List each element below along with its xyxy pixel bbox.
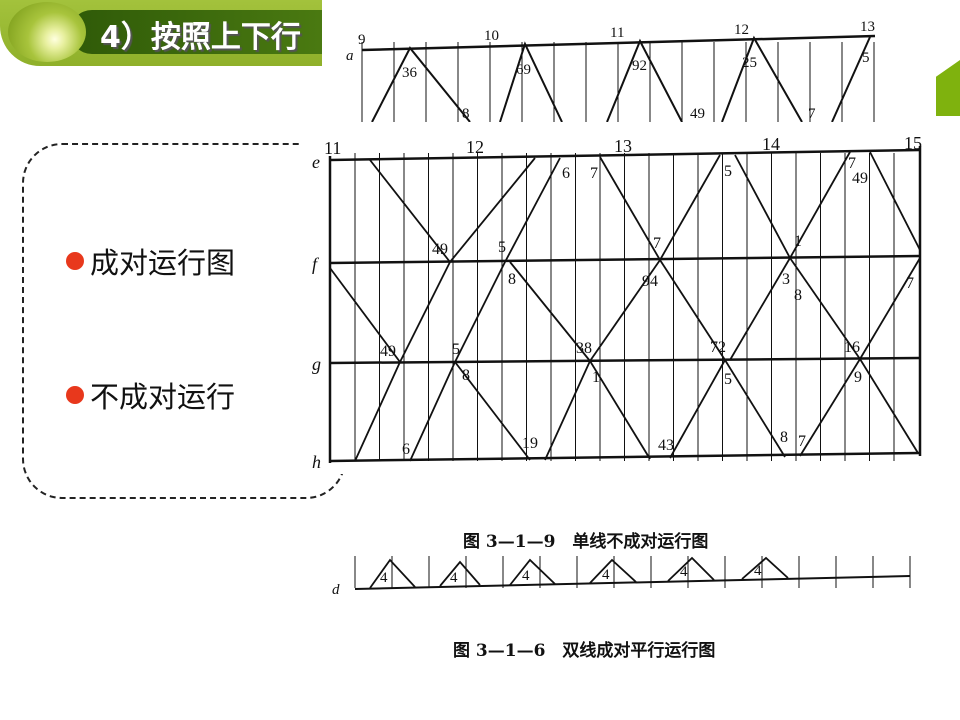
hour-label: 13	[614, 136, 632, 156]
hour-label: 10	[484, 28, 499, 44]
train-label: 92	[632, 58, 647, 74]
bullet-dot-icon	[66, 252, 84, 270]
train-label: 4	[380, 570, 388, 586]
title-banner: 4）按照上下行	[0, 0, 350, 66]
figure-caption-2: 图 3—1—6 双线成对平行运行图	[453, 641, 716, 661]
train-label: 49	[432, 241, 448, 258]
station-label: h	[312, 452, 321, 472]
hour-label: 9	[358, 32, 366, 48]
station-label: g	[312, 354, 321, 374]
train-label: 49	[852, 170, 868, 187]
train-label: 8	[508, 271, 516, 288]
train-label: 5	[862, 50, 870, 66]
train-label: 1	[592, 369, 600, 386]
train-label: 25	[742, 55, 757, 71]
station-label: d	[332, 582, 340, 596]
train-label: 3	[782, 271, 790, 288]
main-diagram-image: e f g h 11 12 13 14 15 49 5 6 7 7 5 1 7 …	[300, 128, 932, 474]
train-label: 7	[906, 275, 914, 292]
train-label: 8	[462, 367, 470, 384]
hour-label: 11	[324, 138, 341, 158]
hour-label: 15	[904, 133, 922, 153]
train-label: 6	[562, 165, 570, 182]
station-label: f	[312, 254, 320, 274]
train-label: 16	[844, 339, 860, 356]
train-label: 5	[724, 163, 732, 180]
train-label: 19	[522, 435, 538, 452]
top-diagram-image: a 9 10 11 12 13 36 69 92 25 5 8 49 7	[322, 0, 882, 123]
train-label: 8	[780, 429, 788, 446]
train-label: 94	[642, 273, 658, 290]
train-label: 7	[590, 165, 598, 182]
bottom-diagram: d 4 4 4 4 4 4	[332, 556, 911, 598]
train-label: 4	[602, 567, 610, 583]
figure-caption-1: 图 3—1—9 单线不成对运行图	[463, 532, 709, 552]
train-label: 7	[808, 106, 816, 122]
train-label: 4	[522, 568, 530, 584]
train-label: 69	[516, 62, 531, 78]
bullet-item: 成对运行图	[66, 240, 235, 282]
bullet-label: 成对运行图	[90, 246, 236, 280]
train-label: 1	[794, 233, 802, 250]
train-label: 4	[450, 570, 458, 586]
content-box	[22, 143, 346, 499]
orb-decoration	[8, 2, 86, 62]
hour-label: 13	[860, 19, 875, 35]
train-label: 8	[462, 106, 470, 122]
bottom-diagram-image: d 4 4 4 4 4 4	[330, 552, 920, 598]
train-label: 5	[452, 341, 460, 358]
train-label: 7	[653, 235, 661, 252]
train-label: 43	[658, 437, 674, 454]
hour-label: 11	[610, 25, 624, 41]
station-label: e	[312, 152, 320, 172]
slide-title: 4）按照上下行	[100, 20, 301, 55]
train-label: 5	[498, 239, 506, 256]
train-label: 72	[710, 339, 726, 356]
train-label: 6	[402, 441, 410, 458]
train-label: 49	[690, 106, 705, 122]
train-label: 38	[576, 340, 592, 357]
train-label: 7	[848, 155, 856, 172]
station-label: a	[346, 48, 354, 64]
main-diagram: e f g h 11 12 13 14 15 49 5 6 7 7 5 1 7 …	[312, 133, 922, 472]
train-label: 4	[680, 564, 688, 580]
train-label: 36	[402, 65, 418, 81]
bullet-item: 不成对运行	[66, 374, 235, 416]
hour-label: 14	[762, 134, 780, 154]
hour-label: 12	[466, 137, 484, 157]
train-label: 4	[754, 563, 762, 579]
corner-decoration	[936, 60, 960, 116]
train-label: 5	[724, 371, 732, 388]
hour-label: 12	[734, 22, 749, 38]
train-label: 8	[794, 287, 802, 304]
train-label: 49	[380, 343, 396, 360]
bullet-dot-icon	[66, 386, 84, 404]
title-band	[70, 10, 350, 54]
train-label: 7	[798, 433, 806, 450]
bullet-label: 不成对运行	[90, 380, 236, 414]
train-label: 9	[854, 369, 862, 386]
top-diagram: a 9 10 11 12 13 36 69 92 25 5 8 49 7	[346, 19, 876, 123]
